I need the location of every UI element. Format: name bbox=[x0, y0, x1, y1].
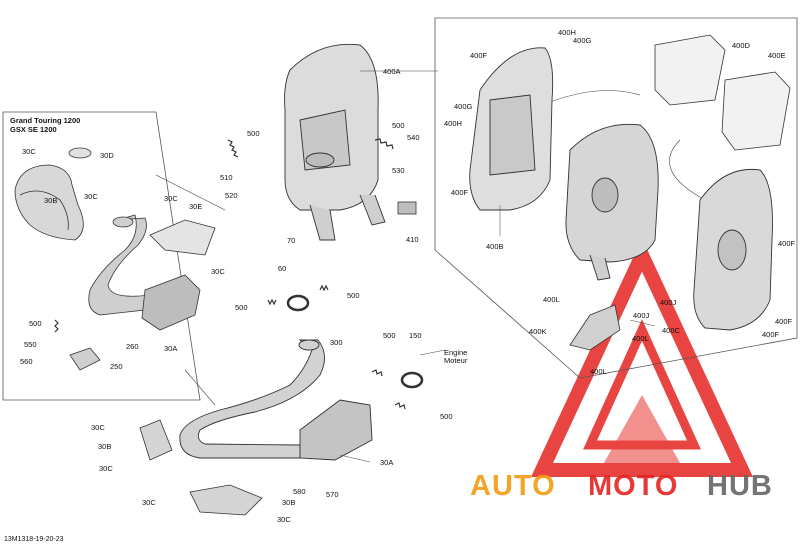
label-560: 560 bbox=[20, 357, 33, 366]
watermark-auto: AUTO bbox=[470, 470, 556, 502]
label-150: 150 bbox=[409, 331, 422, 340]
label-30C: 30C bbox=[164, 194, 178, 203]
inset-title: Grand Touring 1200 GSX SE 1200 bbox=[10, 116, 81, 134]
gasket-400E bbox=[721, 71, 791, 151]
label-500: 500 bbox=[392, 121, 405, 130]
label-570: 570 bbox=[326, 490, 339, 499]
label-400B: 400B bbox=[486, 242, 504, 251]
label-580: 580 bbox=[293, 487, 306, 496]
label-30C: 30C bbox=[277, 515, 291, 524]
label-400A: 400A bbox=[383, 67, 401, 76]
label-30B: 30B bbox=[44, 196, 58, 205]
inset-frame-left bbox=[2, 111, 201, 401]
heat-shield-30B bbox=[14, 164, 84, 241]
label-400F: 400F bbox=[470, 51, 488, 60]
label-30B: 30B bbox=[282, 498, 296, 507]
springs bbox=[54, 138, 406, 410]
inset-title-line2: GSX SE 1200 bbox=[10, 124, 57, 134]
cushion-410 bbox=[397, 201, 417, 215]
label-500: 500 bbox=[383, 331, 396, 340]
label-400J: 400J bbox=[660, 298, 677, 307]
label-30A: 30A bbox=[164, 344, 178, 353]
muffler-outer-right bbox=[693, 168, 773, 331]
heat-shield-30B-a bbox=[139, 419, 173, 461]
muffler-400A bbox=[284, 43, 386, 241]
label-250: 250 bbox=[110, 362, 123, 371]
label-400F: 400F bbox=[775, 317, 793, 326]
label-530: 530 bbox=[392, 166, 405, 175]
watermark-triangle-logo bbox=[531, 238, 753, 477]
label-400E: 400E bbox=[768, 51, 786, 60]
label-400C: 400C bbox=[662, 326, 680, 335]
label-30C: 30C bbox=[91, 423, 105, 432]
label-70: 70 bbox=[287, 236, 296, 245]
label-60: 60 bbox=[278, 264, 287, 273]
engine-label-fr: Moteur bbox=[444, 356, 468, 366]
drawing-code: 13M1318-19-20-23 bbox=[4, 536, 64, 543]
bracket-250 bbox=[69, 347, 101, 371]
clamp-30D bbox=[68, 147, 92, 159]
clamp-150 bbox=[400, 371, 424, 389]
label-520: 520 bbox=[225, 191, 238, 200]
label-400L: 400L bbox=[590, 367, 607, 376]
exhaust-pipe-30A-inset bbox=[88, 214, 201, 331]
label-500: 500 bbox=[29, 319, 42, 328]
label-400G: 400G bbox=[573, 36, 592, 45]
gasket-400D bbox=[654, 34, 726, 106]
inset-title-line1: Grand Touring 1200 bbox=[10, 116, 81, 125]
label-410: 410 bbox=[406, 235, 419, 244]
label-300: 300 bbox=[330, 338, 343, 347]
label-500: 500 bbox=[440, 412, 453, 421]
label-400J: 400J bbox=[633, 311, 650, 320]
label-400F: 400F bbox=[778, 239, 796, 248]
label-500: 500 bbox=[235, 303, 248, 312]
label-260: 260 bbox=[126, 342, 139, 351]
exhaust-pipe-30A-main bbox=[179, 339, 373, 461]
label-550: 550 bbox=[24, 340, 37, 349]
label-500: 500 bbox=[247, 129, 260, 138]
label-400F: 400F bbox=[451, 188, 469, 197]
label-30C: 30C bbox=[84, 192, 98, 201]
gasket-300 bbox=[286, 294, 310, 312]
watermark-moto: MOTO bbox=[588, 470, 679, 502]
label-500: 500 bbox=[347, 291, 360, 300]
watermark-hub: HUB bbox=[707, 470, 773, 502]
label-30B: 30B bbox=[98, 442, 112, 451]
label-30D: 30D bbox=[100, 151, 114, 160]
label-30E: 30E bbox=[189, 202, 203, 211]
heat-shield-30B-b bbox=[189, 484, 263, 516]
engine-label-en: Engine bbox=[444, 348, 468, 357]
muffler-400C bbox=[565, 123, 659, 281]
label-540: 540 bbox=[407, 133, 420, 142]
label-30C: 30C bbox=[99, 464, 113, 473]
label-400L: 400L bbox=[543, 295, 560, 304]
label-30C: 30C bbox=[142, 498, 156, 507]
heat-shield-30E bbox=[149, 219, 216, 256]
muffler-400B bbox=[469, 47, 554, 211]
label-30C: 30C bbox=[22, 147, 36, 156]
label-400F: 400F bbox=[762, 330, 780, 339]
label-30A: 30A bbox=[380, 458, 394, 467]
label-400H: 400H bbox=[444, 119, 462, 128]
engine-direction-label: Engine Moteur bbox=[444, 348, 468, 366]
label-400D: 400D bbox=[732, 41, 750, 50]
label-400H: 400H bbox=[558, 28, 576, 37]
label-30C: 30C bbox=[211, 267, 225, 276]
label-400K: 400K bbox=[529, 327, 547, 336]
label-400G: 400G bbox=[454, 102, 473, 111]
label-510: 510 bbox=[220, 173, 233, 182]
inset-frame-right bbox=[434, 17, 798, 379]
bracket-400K bbox=[569, 304, 621, 351]
label-400L: 400L bbox=[632, 334, 649, 343]
